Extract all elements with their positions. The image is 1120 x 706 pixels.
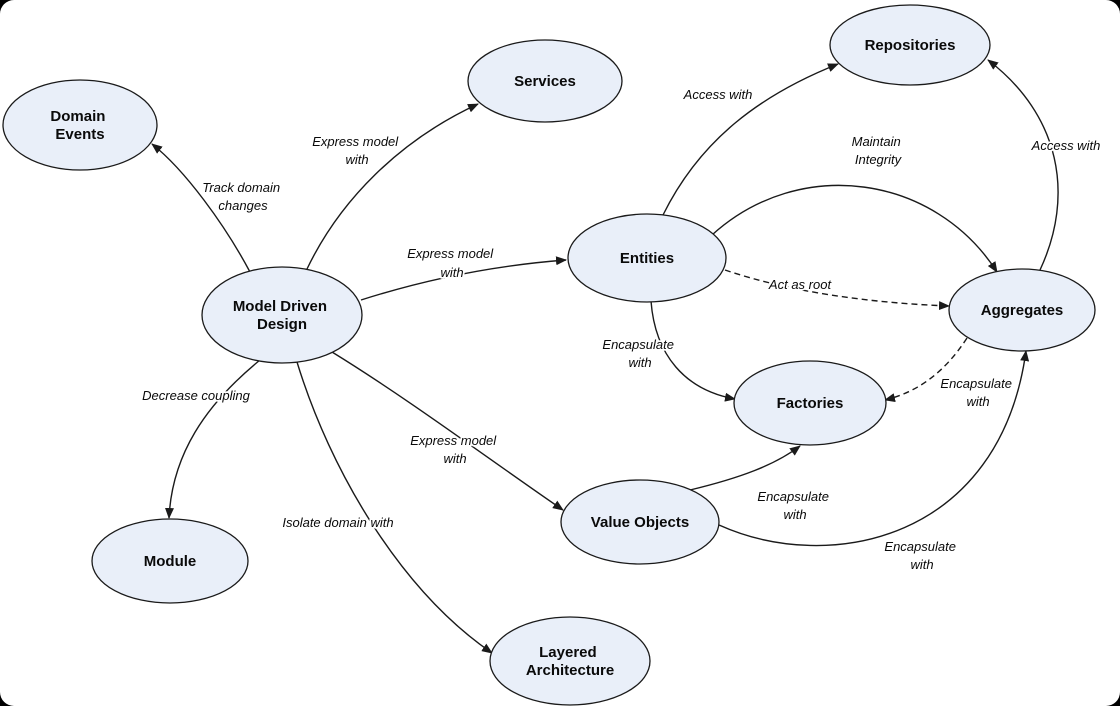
node-label: Module xyxy=(144,553,197,570)
edge-line xyxy=(306,103,479,270)
edge-entities-to-factories: Encapsulate with xyxy=(601,300,736,402)
node-ellipse xyxy=(948,268,1096,352)
node-label: Repositories xyxy=(865,37,956,54)
node-entities: Entities xyxy=(567,213,727,303)
edge-model-driven-design-to-entities: Express model with xyxy=(360,244,567,301)
node-label: Aggregates xyxy=(981,302,1064,319)
edge-aggregates-to-repositories: Access with xyxy=(987,59,1102,271)
edge-model-driven-design-to-value-objects: Express model with xyxy=(331,351,564,511)
edge-model-driven-design-to-domain-events: Track domain changes xyxy=(151,143,283,273)
edge-line xyxy=(718,350,1030,547)
edge-line xyxy=(987,59,1059,271)
edge-label: Encapsulate with xyxy=(884,539,959,572)
node-ellipse xyxy=(489,616,651,706)
edge-label: Decrease coupling xyxy=(142,388,250,403)
node-factories: Factories xyxy=(733,360,887,446)
edge-label: Track domain changes xyxy=(202,180,283,213)
node-label: Entities xyxy=(620,250,674,267)
edge-line xyxy=(884,337,968,403)
node-services: Services xyxy=(467,39,623,123)
edge-line xyxy=(151,143,251,273)
edge-line xyxy=(164,359,261,519)
node-ellipse xyxy=(91,518,249,604)
edge-label: Act as root xyxy=(768,277,833,292)
edge-entities-to-aggregates-act-as-root: Act as root xyxy=(724,269,950,311)
node-aggregates: Aggregates xyxy=(948,268,1096,352)
node-domain-events: Domain Events xyxy=(2,79,158,171)
edge-aggregates-to-factories: Encapsulate with xyxy=(884,337,1015,411)
edge-label: Encapsulate with xyxy=(602,337,677,370)
edge-label: Express model with xyxy=(410,433,500,466)
edge-label: Access with xyxy=(1031,138,1101,153)
edge-label: Encapsulate with xyxy=(940,376,1015,409)
node-module: Module xyxy=(91,518,249,604)
edge-line xyxy=(296,361,493,654)
node-label: Services xyxy=(514,73,576,90)
edge-label: Access with xyxy=(683,87,753,102)
edge-label: Express model with xyxy=(407,246,497,280)
edge-entities-to-aggregates-maintain-integrity: Maintain Integrity xyxy=(711,132,998,273)
edge-model-driven-design-to-layered-architecture: Isolate domain with xyxy=(281,361,493,654)
edge-label: Isolate domain with xyxy=(282,515,393,530)
node-ellipse xyxy=(829,4,991,86)
edge-label: Encapsulate with xyxy=(757,489,832,522)
node-ellipse xyxy=(560,479,720,565)
edge-entities-to-repositories: Access with xyxy=(662,63,839,216)
edge-line xyxy=(331,351,564,511)
node-ellipse xyxy=(2,79,158,171)
edge-label: Express model with xyxy=(312,134,402,167)
node-ellipse xyxy=(733,360,887,446)
node-label: Domain Events xyxy=(50,108,109,143)
edge-line xyxy=(650,300,736,402)
node-label: Value Objects xyxy=(591,514,689,531)
edge-value-objects-to-factories: Encapsulate with xyxy=(689,445,832,524)
node-label: Layered Architecture xyxy=(526,644,614,679)
edge-model-driven-design-to-module: Decrease coupling xyxy=(140,359,261,519)
edge-line xyxy=(711,184,998,273)
node-label: Model Driven Design xyxy=(233,298,331,333)
edge-label: Maintain Integrity xyxy=(852,134,905,167)
node-ellipse xyxy=(201,266,363,364)
edge-line xyxy=(662,63,839,216)
edge-line xyxy=(360,256,567,301)
node-label: Factories xyxy=(777,395,844,412)
node-value-objects: Value Objects xyxy=(560,479,720,565)
edge-line xyxy=(724,269,950,311)
node-layered-architecture: Layered Architecture xyxy=(489,616,651,706)
node-ellipse xyxy=(567,213,727,303)
edge-value-objects-to-aggregates: Encapsulate with xyxy=(718,350,1030,574)
edge-model-driven-design-to-services: Express model with xyxy=(306,103,479,270)
node-repositories: Repositories xyxy=(829,4,991,86)
edge-line xyxy=(689,445,801,491)
node-ellipse xyxy=(467,39,623,123)
node-model-driven-design: Model Driven Design xyxy=(201,266,363,364)
